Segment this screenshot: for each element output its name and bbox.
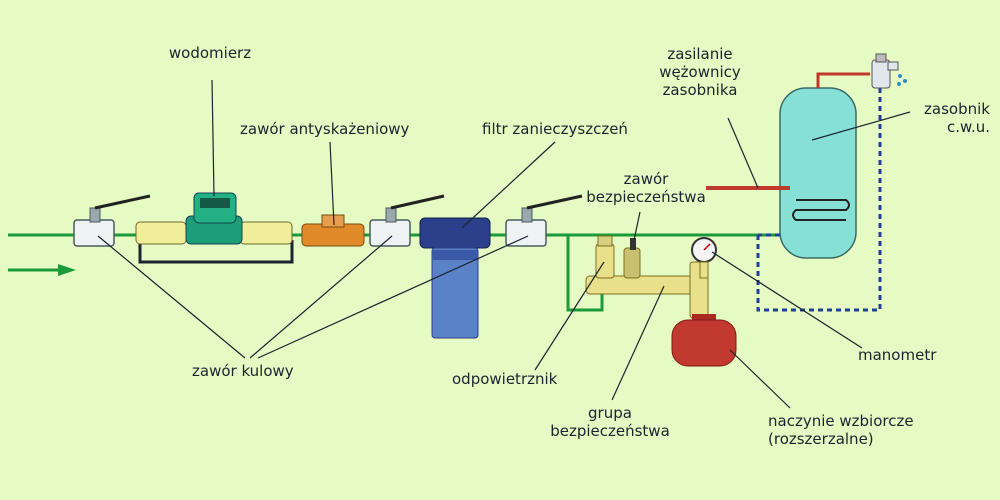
label-safety-valve-1: zawór <box>623 170 669 188</box>
ball-valve-3-icon <box>505 194 583 247</box>
label-anti-backflow-valve: zawór antyskażeniowy <box>240 120 410 138</box>
leader-lines <box>97 79 911 409</box>
ball-valve-2-icon <box>369 194 445 247</box>
water-meter-icon <box>185 192 243 245</box>
label-manometer: manometr <box>858 346 937 364</box>
label-safety-group-2: bezpieczeństwa <box>550 422 670 440</box>
label-coil-supply-3: zasobnika <box>662 81 738 99</box>
label-safety-group-1: grupa <box>588 404 632 422</box>
circulation-line-2 <box>756 235 856 312</box>
meter-bypass-pipe <box>138 240 294 264</box>
expansion-vessel-icon <box>671 314 737 367</box>
label-ball-valve: zawór kulowy <box>192 362 294 380</box>
circulation-line-1 <box>856 88 882 312</box>
ball-valve-1-icon <box>73 194 151 247</box>
hot-water-tank-icon <box>779 87 857 259</box>
hot-water-outlet-pipe <box>816 72 870 88</box>
label-dirt-filter: filtr zanieczyszczeń <box>482 120 628 138</box>
manometer-icon <box>691 237 717 279</box>
label-expansion-vessel-2: (rozszerzalne) <box>768 430 874 448</box>
label-coil-supply-1: zasilanie <box>667 45 733 63</box>
flow-direction-arrow-icon <box>8 264 76 276</box>
water-tap-icon <box>871 53 907 89</box>
meter-fittings-icon <box>135 221 293 245</box>
anti-backflow-valve-icon <box>301 214 365 247</box>
dirt-filter-icon <box>419 217 491 339</box>
label-air-vent: odpowietrznik <box>452 370 558 388</box>
label-storage-tank-2: c.w.u. <box>947 118 990 136</box>
label-expansion-vessel-1: naczynie wzbiorcze <box>768 412 914 430</box>
label-storage-tank-1: zasobnik <box>924 100 990 118</box>
safety-group-icon <box>585 235 709 319</box>
safety-group-branch-pipe <box>566 235 604 312</box>
label-water-meter: wodomierz <box>168 44 252 62</box>
label-safety-valve-2: bezpieczeństwa <box>586 188 706 206</box>
label-coil-supply-2: wężownicy <box>659 63 741 81</box>
